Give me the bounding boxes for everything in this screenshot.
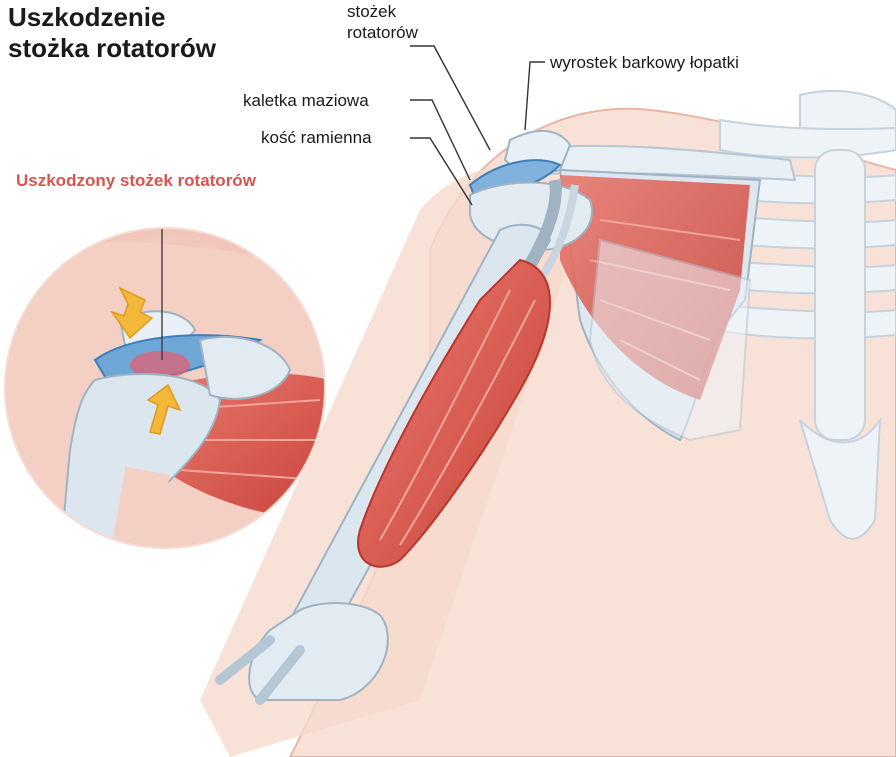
leader-acromion	[525, 62, 545, 130]
page-title: Uszkodzenie stożka rotatorów	[8, 2, 216, 64]
inset-circle	[0, 220, 330, 563]
title-line-2: stożka rotatorów	[8, 33, 216, 64]
label-rotator-cuff-line-1: stożek	[347, 1, 418, 22]
label-rotator-cuff: stożek rotatorów	[347, 1, 418, 43]
inset-title: Uszkodzony stożek rotatorów	[16, 171, 256, 191]
title-line-1: Uszkodzenie	[8, 2, 216, 33]
leader-bursa	[410, 100, 470, 180]
leader-rotator-cuff	[410, 46, 490, 150]
label-humerus: kość ramienna	[261, 127, 372, 148]
label-rotator-cuff-line-2: rotatorów	[347, 22, 418, 43]
label-bursa: kaletka maziowa	[243, 90, 369, 111]
label-acromion: wyrostek barkowy łopatki	[550, 52, 739, 73]
